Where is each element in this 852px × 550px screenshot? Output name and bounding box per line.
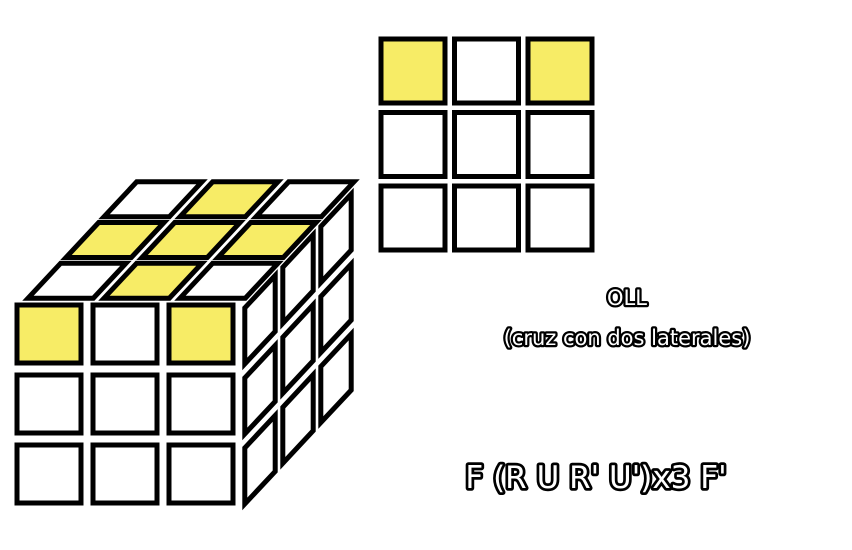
top-view-sticker [525, 183, 595, 253]
top-sticker [60, 220, 170, 260]
top-view-sticker [452, 110, 521, 179]
subtitle-label: (cruz con dos laterales) [504, 326, 751, 350]
front-sticker [166, 442, 236, 506]
top-view-sticker [525, 110, 595, 179]
front-sticker [14, 372, 84, 436]
front-sticker [14, 442, 84, 506]
top-sticker [136, 220, 246, 260]
top-sticker [98, 179, 208, 220]
right-sticker [242, 409, 278, 511]
front-sticker [166, 302, 236, 366]
right-sticker [242, 269, 278, 371]
top-view-sticker [452, 183, 521, 253]
top-sticker [98, 260, 208, 301]
top-sticker [22, 260, 132, 301]
top-sticker [174, 179, 284, 220]
cube-front-face [14, 302, 236, 506]
right-sticker [318, 187, 354, 289]
cube-right-face [242, 187, 354, 511]
front-sticker [90, 442, 160, 506]
front-sticker [166, 372, 236, 436]
cube-top-face [22, 179, 360, 301]
right-sticker [280, 368, 316, 470]
top-view-sticker [452, 36, 521, 106]
right-sticker [318, 257, 354, 359]
algorithm-label: F (R U R' U')x3 F' [465, 460, 726, 496]
front-sticker [90, 372, 160, 436]
right-sticker [280, 228, 316, 330]
top-view-sticker [525, 36, 595, 106]
front-sticker [90, 302, 160, 366]
top-view-sticker [378, 110, 448, 179]
right-sticker [242, 339, 278, 441]
top-view-sticker [378, 183, 448, 253]
top-sticker [212, 220, 322, 260]
top-view-sticker [378, 36, 448, 106]
cube-3d-view [14, 179, 360, 511]
right-sticker [280, 298, 316, 400]
front-sticker [14, 302, 84, 366]
title-label: OLL [607, 286, 647, 310]
top-sticker [250, 179, 360, 220]
top-sticker [174, 260, 284, 301]
top-view-grid [378, 36, 595, 253]
right-sticker [318, 327, 354, 429]
